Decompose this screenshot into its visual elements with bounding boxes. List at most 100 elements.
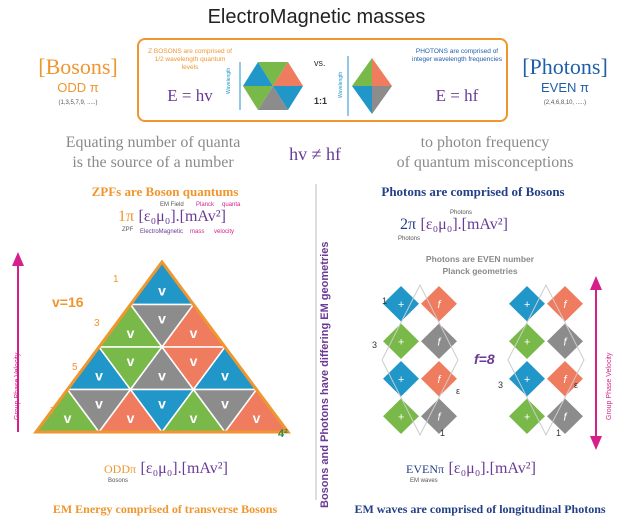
vs-label: vs.	[314, 58, 326, 68]
equating-left-line2: is the source of a number	[72, 154, 234, 171]
diamond2-label-3: 3	[498, 380, 504, 390]
pyramid-outline	[33, 259, 291, 434]
right-label-em-field: Photons	[450, 210, 473, 216]
left-label-em-field: EM Field	[160, 202, 184, 208]
v-symbol: v	[190, 353, 198, 369]
ratio-label: 1:1	[314, 96, 328, 106]
f-symbol: f	[563, 299, 567, 311]
left-bottom-body: [ε₀μ₀].[mAv²]	[140, 460, 228, 477]
right-footer: EM waves are comprised of longitudinal P…	[354, 502, 606, 516]
left-label-quanta: quanta	[222, 202, 241, 208]
e-hf-formula: E = hf	[435, 86, 479, 105]
left-formula-prefix: 1π	[118, 208, 135, 225]
v-count: v=16	[52, 294, 84, 310]
bosons-sequence: (1,3,5,7,9, .....)	[58, 100, 98, 106]
f-symbol: +	[398, 411, 405, 423]
v-symbol: v	[158, 367, 166, 383]
f-symbol: +	[398, 374, 405, 386]
v-symbol: v	[64, 410, 72, 426]
f-symbol: f	[437, 411, 441, 423]
left-group-phase-label: Group Phase Velocity	[14, 352, 21, 420]
left-arrow-head	[12, 252, 24, 266]
diamond-label-1b: 1	[440, 428, 446, 438]
f-count: f=8	[474, 351, 495, 367]
left-bottom-sub: Bosons	[108, 478, 129, 484]
f-symbol: f	[437, 374, 441, 386]
diamond-label-1: 1	[382, 296, 388, 306]
row-label-7: 7	[50, 406, 56, 417]
f-symbol: +	[524, 411, 531, 423]
v-symbol: v	[158, 282, 166, 298]
v-symbol: v	[190, 410, 198, 426]
photon-diamond-right	[507, 283, 585, 437]
right-bottom-prefix: EVENπ	[406, 462, 445, 476]
right-bottom-sub: EM waves	[410, 478, 438, 484]
right-group-phase-label: Group Phase Velocity	[606, 352, 613, 420]
right-formula: 2π [ε₀μ₀].[mAv²]	[400, 216, 508, 234]
photon-diamond-left	[381, 283, 459, 437]
diamond2-label-eps: ε	[574, 380, 579, 390]
v-symbol: v	[127, 410, 135, 426]
f-symbol: +	[524, 299, 531, 311]
boson-mini-strip	[239, 62, 303, 110]
photon-mini-diamond	[347, 56, 392, 116]
equating-left-line1: Equating number of quanta	[65, 134, 241, 151]
left-heading: ZPFs are Boson quantums	[91, 184, 239, 199]
boson-box-text: Z BOSONS are comprised of 1/2 wavelength…	[148, 48, 232, 71]
left-label-planck: Planck	[196, 202, 215, 208]
left-label-velocity: velocity	[214, 229, 235, 235]
left-formula-body: [ε₀μ₀].[mAv²]	[138, 208, 226, 225]
v-symbol: v	[95, 367, 103, 383]
right-heading: Photons are comprised of Bosons	[381, 184, 565, 199]
left-label-em: ElectroMagnetic	[140, 229, 184, 235]
comparison-box	[137, 38, 508, 122]
f-symbol: f	[563, 336, 567, 348]
divider-text: Bosons and Photons have differing EM geo…	[319, 241, 331, 508]
v-symbol: v	[190, 325, 198, 341]
v-symbol: v	[253, 410, 261, 426]
photons-even-line2: Planck geometries	[442, 266, 518, 276]
v-symbol: v	[95, 396, 103, 412]
left-formula-sub: ZPF	[122, 227, 134, 233]
f-symbol: f	[437, 299, 441, 311]
f-symbol: f	[437, 336, 441, 348]
right-arrow-head-top	[590, 276, 602, 290]
photon-quantum	[506, 396, 548, 437]
v-symbol: v	[158, 396, 166, 412]
f-symbol: +	[524, 374, 531, 386]
left-bottom-prefix: ODDπ	[104, 462, 137, 476]
v-symbol: v	[127, 325, 135, 341]
square-label: 4²	[278, 428, 288, 440]
diamond2-label-1: 1	[556, 428, 562, 438]
equating-right-line1: to photon frequency	[420, 134, 550, 151]
bosons-sub: ODD π	[57, 80, 99, 95]
left-formula: 1π [ε₀μ₀].[mAv²]	[118, 208, 226, 226]
equating-right-line2: of quantum misconceptions	[396, 154, 574, 171]
bosons-label: [Bosons]	[38, 54, 118, 79]
right-arrow-head-bottom	[590, 436, 602, 450]
e-hv-formula: E = hv	[167, 86, 213, 105]
left-bottom-formula: ODDπ [ε₀μ₀].[mAv²]	[104, 460, 228, 478]
right-formula-prefix: 2π	[400, 216, 417, 233]
row-label-3: 3	[94, 318, 100, 329]
photons-label: [Photons]	[522, 54, 608, 79]
photons-even-line1: Photons are EVEN number	[425, 254, 535, 264]
photon-box-text: PHOTONS are comprised of integer wavelen…	[412, 48, 502, 63]
diamond-label-eps: ε	[456, 386, 461, 396]
v-symbol: v	[158, 311, 166, 327]
left-label-mass: mass	[190, 229, 205, 235]
photon-quantum	[544, 396, 586, 437]
row-label-1: 1	[113, 274, 119, 285]
right-bottom-body: [ε₀μ₀].[mAv²]	[448, 460, 536, 477]
page-title: ElectroMagnetic masses	[207, 6, 426, 28]
photon-quantum	[418, 396, 460, 437]
f-symbol: f	[563, 411, 567, 423]
photon-quantum	[380, 396, 422, 437]
hv-neq-hf: hv ≠ hf	[289, 144, 341, 164]
v-symbol: v	[221, 367, 229, 383]
v-symbol: v	[127, 353, 135, 369]
right-bottom-formula: EVENπ [ε₀μ₀].[mAv²]	[406, 460, 536, 478]
